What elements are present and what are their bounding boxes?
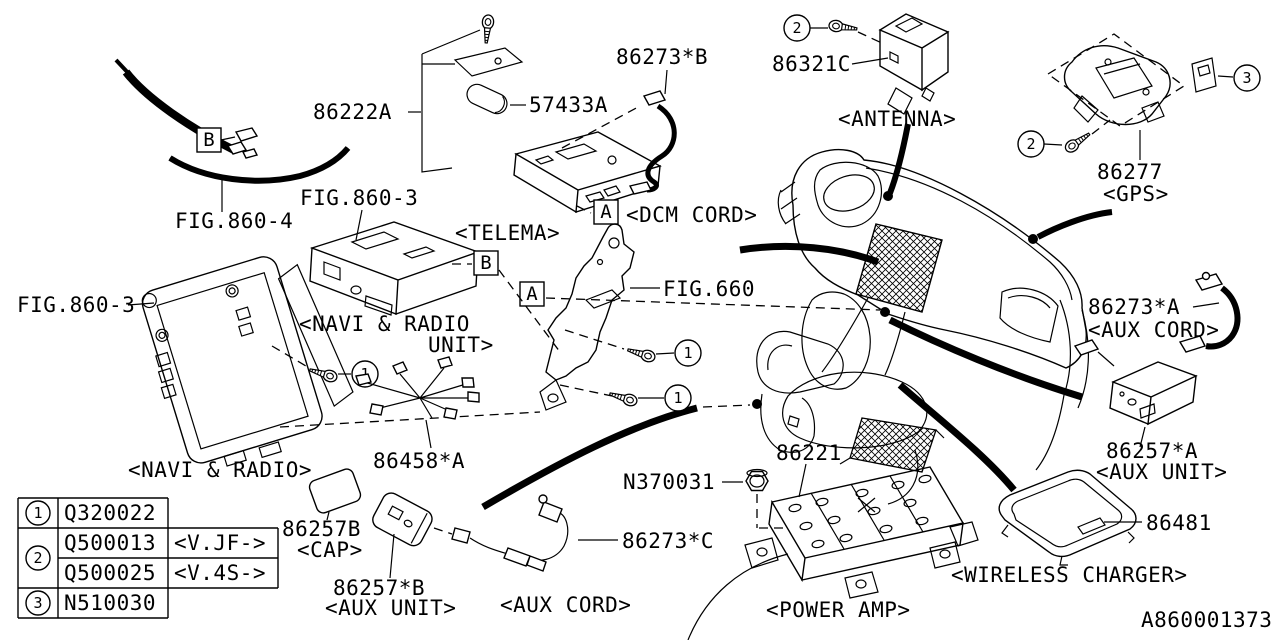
power-amp-location-hatch [849, 417, 937, 473]
part-label-antenna: <ANTENNA> [838, 107, 956, 131]
callout-box-b-unit [473, 250, 499, 276]
callout-box-a-dcm [593, 199, 619, 225]
part-label-86273b: 86273*B [616, 45, 708, 69]
aux-unit-86257a: 86257*A <AUX UNIT> [1073, 339, 1227, 484]
callout-circle-3-gps [1233, 64, 1261, 92]
bracket-86222a-assembly: 57433A 86222A [313, 13, 608, 173]
legend-part-q500025: Q500025 [64, 561, 156, 585]
part-label-86458a: 86458*A [373, 449, 465, 473]
aux-unit-86257b: 86257*B <AUX UNIT> [325, 492, 456, 620]
part-label-telema: <TELEMA> [455, 221, 560, 245]
navi-radio-unit-box: FIG.860-3 <NAVI & RADIO UNIT> B A [279, 186, 881, 428]
legend-table: 1 2 3 Q320022 Q500013 <V.JF-> Q500025 <V… [17, 497, 279, 619]
part-label-fig860-4: FIG.860-4 [175, 209, 293, 233]
part-label-86257a: 86257*A [1106, 439, 1198, 463]
aux-cord-86273c: 86273*C <AUX CORD> [451, 494, 714, 617]
power-amp-86221: 86221 <POWER AMP> [744, 441, 979, 622]
part-label-aux-cord-c: <AUX CORD> [500, 593, 631, 617]
part-label-86481: 86481 [1146, 511, 1212, 535]
gps-mount-dot [1028, 234, 1038, 244]
fig660-bracket: FIG.660 1 1 [539, 223, 755, 412]
part-label-aux-unit-b: <AUX UNIT> [325, 596, 456, 620]
aux-cord-86273a: 86273*A <AUX CORD> [1088, 271, 1241, 353]
dcm-mount-dot [752, 399, 762, 409]
legend-part-q320022: Q320022 [64, 501, 156, 525]
harness-86458a: 86458*A [355, 356, 480, 473]
part-label-fig860-3-left: FIG.860-3 [17, 293, 135, 317]
navi-radio-display: FIG.860-3 <NAVI & RADIO> 1 [17, 256, 379, 482]
part-label-dcm-cord: <DCM CORD> [626, 203, 757, 227]
nut-n370031: N370031 [623, 468, 788, 529]
part-label-power-amp: <POWER AMP> [766, 598, 911, 622]
navi-location-hatch [855, 223, 943, 313]
antenna-mount-dot [883, 191, 893, 201]
part-label-86321c: 86321C [772, 52, 851, 76]
navi-mount-dot [880, 307, 890, 317]
legend-ref-1-circle [25, 500, 51, 526]
callout-a: A [600, 201, 612, 223]
legend-ref-2: 2 [33, 549, 42, 567]
legend-note-vjf: <V.JF-> [174, 531, 266, 555]
callout-1b: 1 [683, 344, 692, 362]
part-label-86222a: 86222A [313, 100, 392, 124]
callout-b-unit: B [480, 252, 491, 274]
callout-box-a-unit [519, 281, 545, 307]
legend-part-q500013: Q500013 [64, 531, 156, 555]
callout-circle-1-bracket-bottom [664, 384, 692, 412]
callout-1c: 1 [673, 389, 682, 407]
legend-ref-3-circle [25, 590, 51, 616]
part-label-86221: 86221 [776, 441, 842, 465]
legend-ref-3: 3 [33, 594, 42, 612]
cap-86257b: 86257B <CAP> [282, 468, 363, 562]
legend-note-v4s: <V.4S-> [174, 561, 266, 585]
callout-b: B [203, 129, 214, 151]
part-label-cap: <CAP> [297, 538, 363, 562]
part-label-fig660: FIG.660 [663, 277, 755, 301]
wireless-charger-86481: 86481 <WIRELESS CHARGER> [951, 469, 1212, 587]
callout-3: 3 [1242, 69, 1251, 87]
callout-circle-1-bracket-top [674, 339, 702, 367]
dcm-cord-86273b: 86273*B A <DCM CORD> [593, 45, 757, 227]
part-label-86273c: 86273*C [622, 529, 714, 553]
pointer-cables [481, 123, 1113, 511]
part-label-navi-radio: <NAVI & RADIO> [128, 458, 312, 482]
legend-ref-2-circle [25, 545, 51, 571]
drawing-number: A860001373 [1141, 608, 1272, 632]
part-label-navi-unit-2: UNIT> [428, 333, 494, 357]
part-label-gps: <GPS> [1103, 182, 1169, 206]
part-label-86257b: 86257*B [333, 576, 425, 600]
callout-2-gps: 2 [1026, 135, 1035, 153]
fig860-4-antenna-cord: B FIG.860-4 [114, 58, 351, 233]
part-label-aux-unit-a: <AUX UNIT> [1096, 460, 1227, 484]
legend-ref-1: 1 [33, 504, 42, 522]
callout-box-b-cord [196, 127, 222, 153]
antenna-assembly: 2 86321C <ANTENNA> [772, 13, 956, 131]
part-label-n370031: N370031 [623, 470, 715, 494]
part-label-navi-unit-1: <NAVI & RADIO [299, 312, 470, 336]
part-label-86257b-cap: 86257B [282, 517, 361, 541]
gps-assembly: 3 2 86277 <GPS> [1017, 33, 1261, 206]
part-label-57433a: 57433A [529, 93, 608, 117]
part-label-fig860-3-center: FIG.860-3 [300, 186, 418, 210]
callout-2: 2 [792, 19, 801, 37]
callout-a-unit: A [526, 283, 538, 305]
legend-part-n510030: N510030 [64, 591, 156, 615]
part-label-86277: 86277 [1097, 160, 1163, 184]
part-label-wireless-charger: <WIRELESS CHARGER> [951, 563, 1188, 587]
car-interior-drawing [687, 148, 1089, 640]
part-label-aux-cord-a: <AUX CORD> [1088, 318, 1219, 342]
part-label-86273a: 86273*A [1088, 295, 1180, 319]
